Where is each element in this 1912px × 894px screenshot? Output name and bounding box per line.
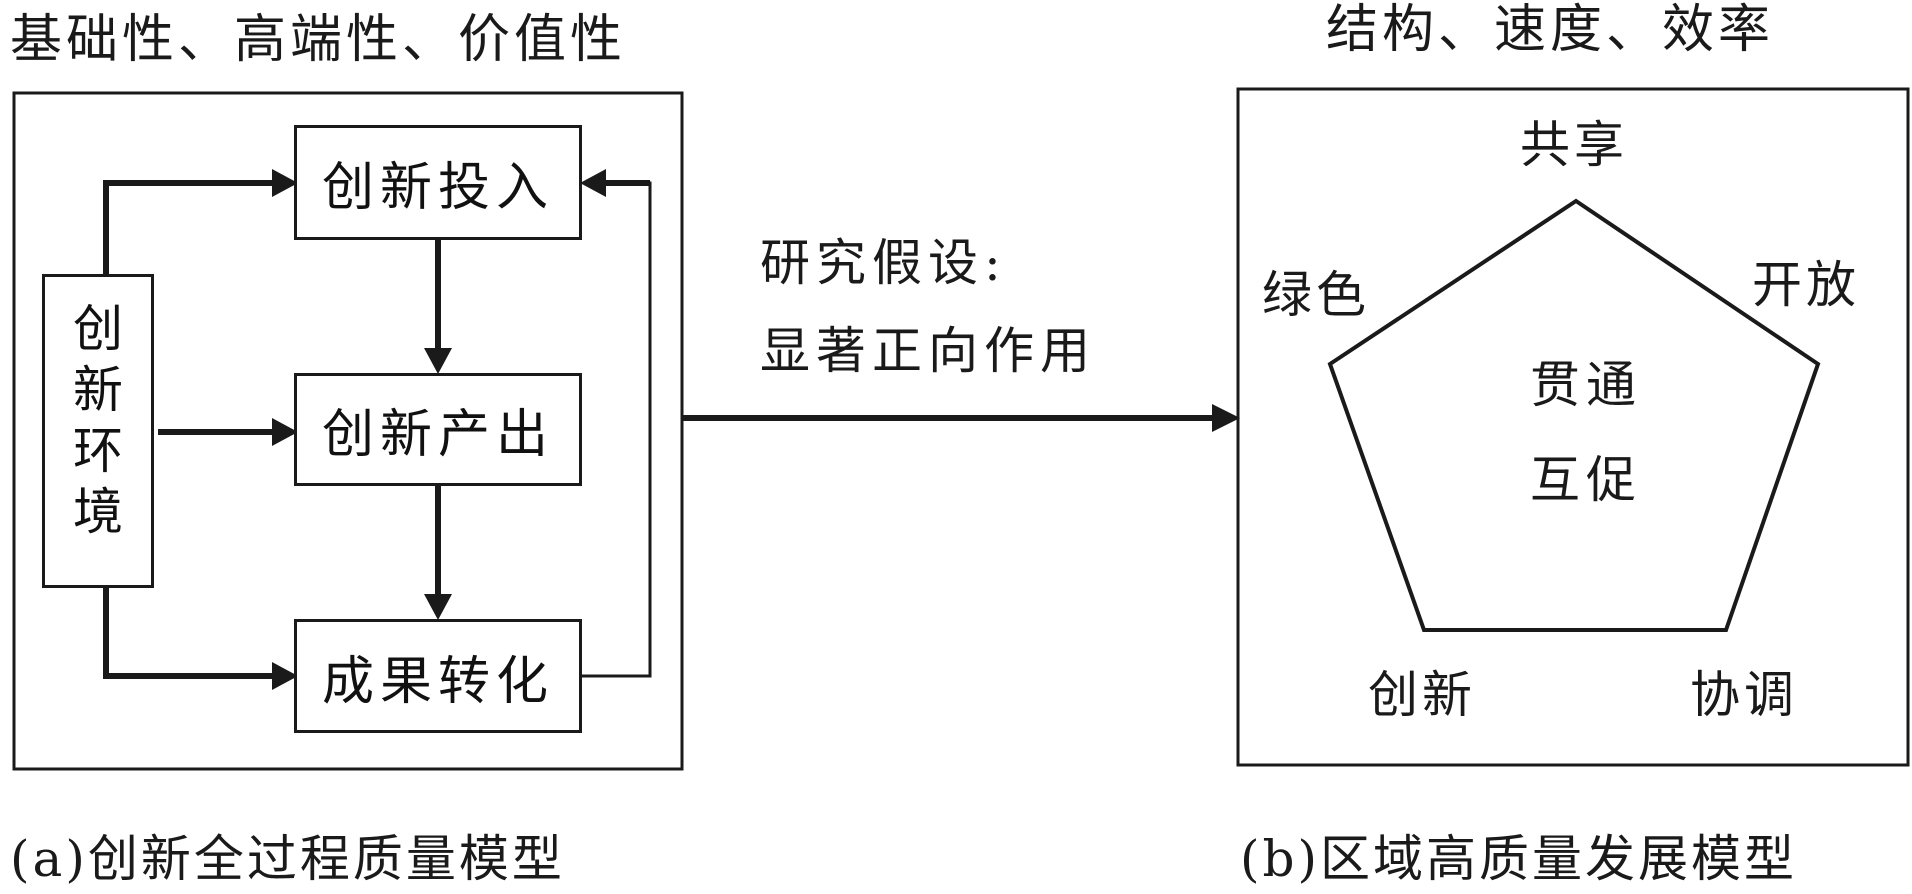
env-box-label: 创 新 环 境: [45, 299, 151, 543]
env-char-4: 境: [73, 483, 123, 541]
center-label-1: 贯通: [1530, 356, 1642, 414]
input-box: [294, 125, 582, 240]
arrowhead-output-to-transform: [424, 594, 452, 620]
arrowhead-env-to-output: [272, 418, 298, 446]
arrowhead-feedback: [580, 169, 606, 197]
env-char-3: 环: [73, 422, 123, 480]
output-box: [294, 373, 582, 486]
right-panel-frame: [1236, 87, 1910, 767]
left-header: 基础性、高端性、价值性: [10, 10, 627, 70]
arrowhead-env-to-input: [272, 169, 298, 197]
right-caption: (b)区域高质量发展模型: [1240, 830, 1798, 888]
vertex-lower-right-label: 协调: [1690, 666, 1798, 724]
arrow-env-to-input: [103, 180, 272, 275]
hypothesis-line-1: 研究假设:: [760, 234, 1007, 292]
arrowhead-hypothesis: [1212, 404, 1240, 432]
right-header: 结构、速度、效率: [1326, 0, 1775, 60]
hypothesis-line-2: 显著正向作用: [760, 322, 1096, 380]
output-box-label: 创新产出: [321, 405, 554, 465]
arrowhead-input-to-output: [424, 348, 452, 374]
env-box: 创 新 环 境: [42, 274, 154, 588]
transform-box-label: 成果转化: [321, 651, 554, 712]
vertex-top-label: 共享: [1520, 116, 1628, 174]
left-panel-frame: [12, 91, 684, 771]
development-pentagon: [1327, 198, 1821, 632]
vertex-lower-left-label: 创新: [1368, 666, 1476, 724]
arrowhead-env-to-transform: [272, 662, 298, 690]
transform-box: [294, 619, 582, 733]
vertex-upper-right-label: 开放: [1752, 256, 1860, 314]
env-char-2: 新: [73, 361, 123, 419]
arrow-env-to-transform: [103, 588, 272, 679]
input-box-label: 创新投入: [321, 158, 554, 218]
vertex-upper-left-label: 绿色: [1262, 266, 1370, 324]
center-label-2: 互促: [1530, 451, 1642, 509]
env-char-1: 创: [73, 300, 123, 358]
feedback-line: [580, 181, 652, 678]
left-caption: (a)创新全过程质量模型: [10, 830, 565, 888]
